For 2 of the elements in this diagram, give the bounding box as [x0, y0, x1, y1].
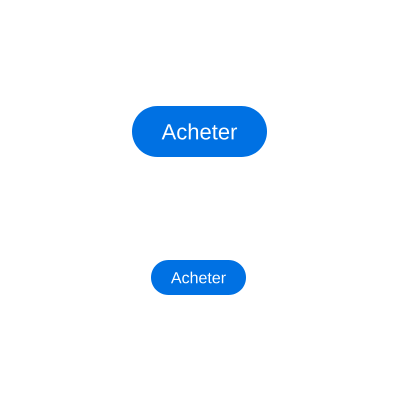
buy-button: Acheter	[151, 260, 246, 295]
buy-button: Acheter	[132, 106, 267, 157]
